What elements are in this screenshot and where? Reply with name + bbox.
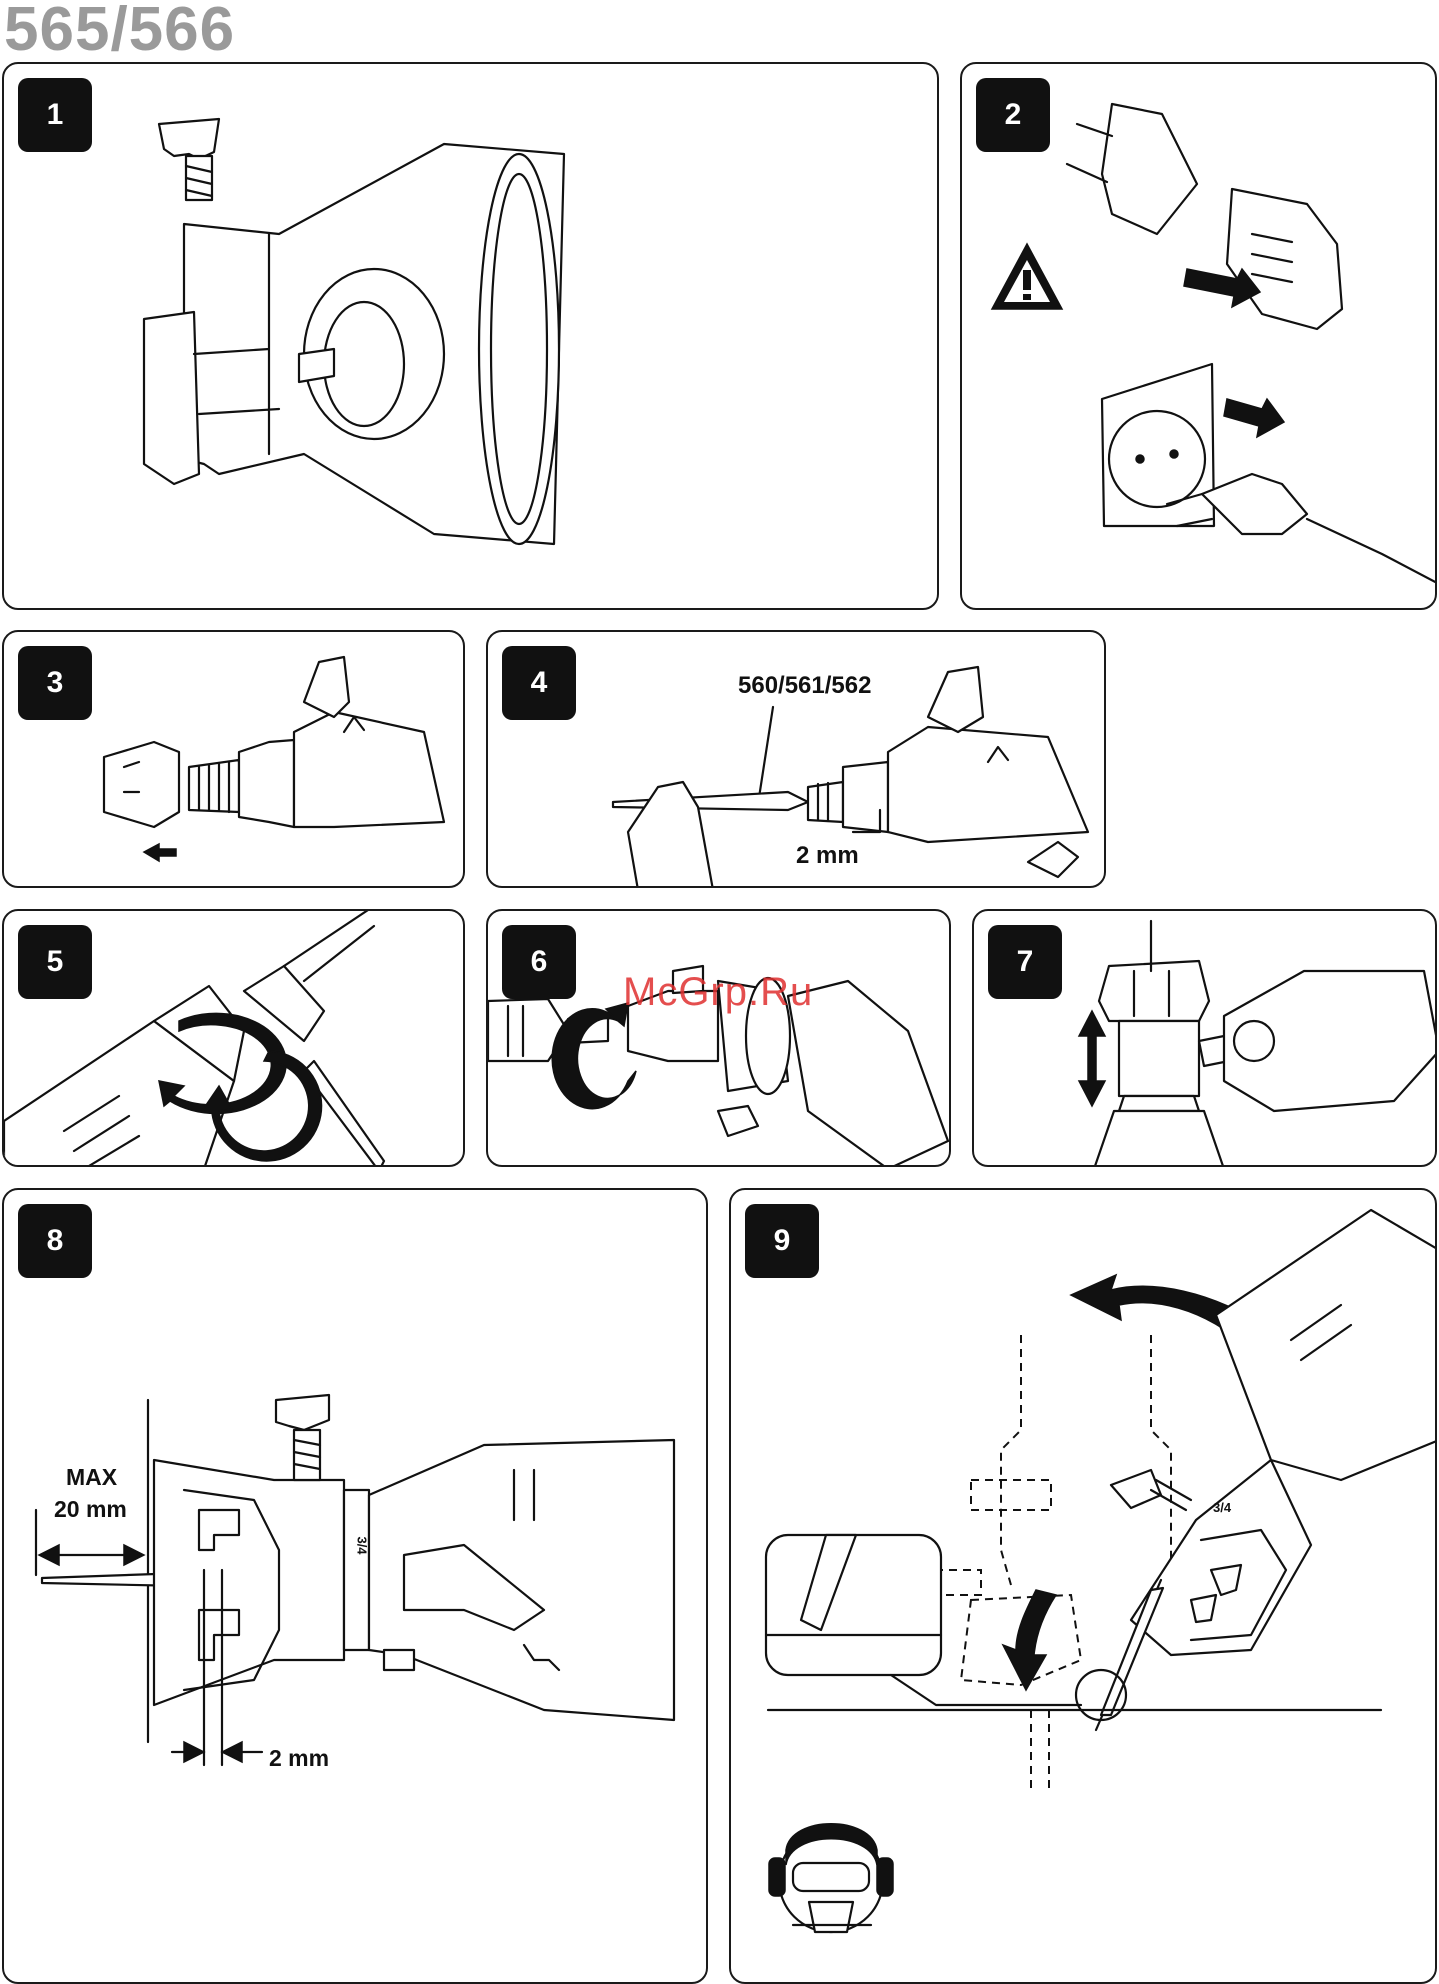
panel-8: 8 MAX 20 mm 2 mm 3/4 <box>2 1188 708 1984</box>
step-badge-8: 8 <box>18 1204 92 1278</box>
panel-1: 1 <box>2 62 939 610</box>
attachment-illustration <box>4 64 939 610</box>
step-badge-3: 3 <box>18 646 92 720</box>
step-badge-1: 1 <box>18 78 92 152</box>
step-badge-4: 4 <box>502 646 576 720</box>
arrow-icon <box>1003 1590 1056 1690</box>
step-badge-5: 5 <box>18 925 92 999</box>
panel-3: 3 <box>2 630 465 888</box>
panel-9: 9 3/4 <box>729 1188 1437 1984</box>
wall-socket-icon <box>1102 364 1214 526</box>
max-label: MAX <box>66 1464 117 1491</box>
model-label: 560/561/562 <box>738 672 871 700</box>
step-badge-7: 7 <box>988 925 1062 999</box>
warning-triangle-icon <box>992 244 1062 309</box>
step-badge-9: 9 <box>745 1204 819 1278</box>
scale-mark: 3/4 <box>1213 1500 1231 1515</box>
page-title: 565/566 <box>4 0 235 65</box>
step-badge-2: 2 <box>976 78 1050 152</box>
watermark: McGrp.Ru <box>623 970 813 1015</box>
panel-4: 4 560/561/562 2 mm <box>486 630 1106 888</box>
measure-label: 2 mm <box>796 842 859 870</box>
max-depth-illustration <box>4 1190 708 1984</box>
rotate-arrow-icon <box>552 1003 636 1109</box>
arrow-icon <box>1224 399 1284 437</box>
panel-7: 7 <box>972 909 1437 1167</box>
double-arrow-icon <box>1079 1011 1105 1106</box>
safety-goggles-mask-icon <box>769 1824 893 1932</box>
panel-2: 2 <box>960 62 1437 610</box>
measure-label: 2 mm <box>269 1745 329 1772</box>
panel-5: 5 <box>2 909 465 1167</box>
sharpening-illustration <box>731 1190 1437 1984</box>
max-value-label: 20 mm <box>54 1496 127 1523</box>
arrow-icon <box>144 844 176 861</box>
scale-mark: 3/4 <box>355 1536 370 1554</box>
step-badge-6: 6 <box>502 925 576 999</box>
panel-6: 6 <box>486 909 951 1167</box>
